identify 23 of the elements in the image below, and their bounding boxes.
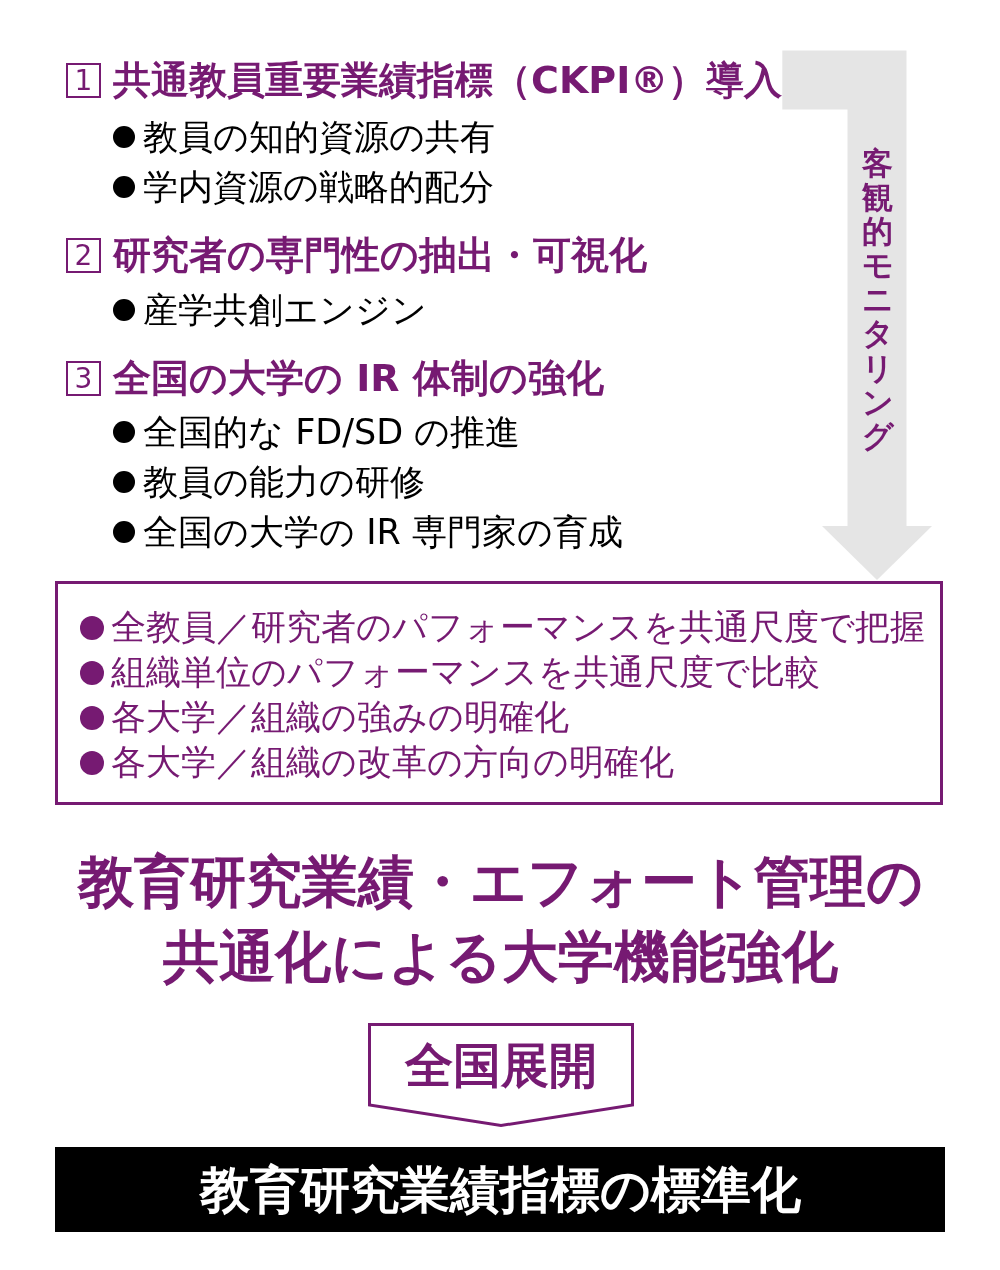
banner-bar: [55, 1147, 945, 1232]
edge-label: 客観的モニタリング: [861, 146, 893, 453]
arrow: [782, 50, 932, 580]
list-item-text: 全国的な FD/SD の推進: [143, 411, 521, 454]
banner-text: 教育研究業績指標の標準化: [199, 1160, 801, 1219]
list-item-text: 全国の大学の IR 専門家の育成: [143, 511, 623, 554]
item-heading: 全国の大学の IR 体制の強化: [113, 356, 604, 400]
list-item-text: 学内資源の戦略的配分: [143, 166, 494, 209]
summary-item: 組織単位のパフォーマンスを共通尺度で比較: [111, 651, 820, 694]
item-number: 3: [66, 360, 101, 396]
list-item-text: 教員の知的資源の共有: [143, 116, 495, 159]
summary-item: 全教員／研究者のパフォーマンスを共通尺度で把握: [111, 606, 925, 649]
summary-item: 各大学／組織の強みの明確化: [111, 696, 569, 739]
list-item-text: 教員の能力の研修: [143, 461, 425, 504]
item-number: 1: [66, 62, 101, 98]
summary-panel: [55, 581, 943, 805]
summary-item: 各大学／組織の改革の方向の明確化: [111, 741, 674, 784]
item-number: 2: [66, 237, 101, 273]
item-heading: 研究者の専門性の抽出・可視化: [113, 233, 647, 277]
chevron-label: 全国展開: [405, 1038, 597, 1092]
headline-text: 教育研究業績・エフォート管理の共通化による大学機能強化: [76, 848, 924, 991]
item-heading: 共通教員重要業績指標（CKPI®）導入: [113, 58, 783, 102]
list-item-text: 産学共創エンジン: [143, 289, 427, 332]
